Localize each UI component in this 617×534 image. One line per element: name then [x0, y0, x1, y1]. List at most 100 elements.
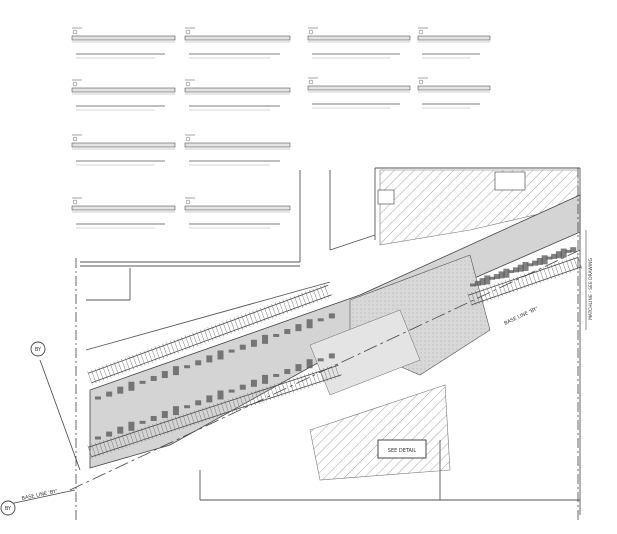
- tie: [117, 360, 123, 374]
- tie: [493, 284, 499, 298]
- edge-block: [536, 257, 543, 265]
- edge-block: [262, 374, 269, 384]
- edge-block: [250, 379, 257, 387]
- tie: [516, 276, 522, 290]
- edge-block: [317, 318, 324, 322]
- tie: [543, 267, 549, 281]
- detail-slab: [71, 205, 176, 211]
- tie: [467, 293, 473, 307]
- tie: [561, 260, 568, 275]
- tie: [102, 440, 108, 454]
- detail-slab: [184, 87, 291, 93]
- tie: [539, 268, 545, 282]
- detail-bubble: [308, 29, 314, 35]
- edge-block: [284, 329, 291, 335]
- tie: [205, 406, 211, 421]
- edge-block: [184, 405, 191, 409]
- detail-bubble: [418, 29, 424, 35]
- tie: [263, 306, 270, 320]
- tie: [275, 302, 281, 316]
- tie: [316, 287, 322, 301]
- detail-section: [184, 27, 291, 59]
- edge-block: [565, 249, 572, 253]
- tie: [277, 382, 283, 397]
- site-outlines: [80, 167, 581, 515]
- edge-block: [306, 359, 313, 369]
- tie: [330, 365, 336, 379]
- tie: [235, 396, 241, 411]
- tie: [531, 271, 537, 285]
- edge-block: [262, 334, 269, 344]
- edge-block: [228, 349, 235, 353]
- edge-block: [522, 262, 529, 271]
- tie: [565, 259, 571, 273]
- tie: [248, 312, 255, 326]
- tie: [136, 429, 142, 443]
- detail-section: [71, 27, 176, 59]
- tie: [267, 305, 273, 319]
- tie: [486, 286, 492, 301]
- edge-block: [117, 426, 124, 434]
- tie: [304, 374, 310, 388]
- detail-slab: [307, 85, 411, 91]
- tie: [224, 400, 230, 414]
- tie: [140, 427, 146, 442]
- tie: [577, 255, 583, 269]
- tie: [569, 258, 575, 272]
- tie: [94, 368, 101, 382]
- tie: [207, 327, 213, 341]
- edge-block: [555, 251, 562, 259]
- tie: [117, 435, 123, 449]
- tie: [282, 299, 288, 314]
- edge-block: [239, 344, 246, 350]
- detail-section: [71, 134, 176, 166]
- tie: [167, 419, 173, 433]
- tie: [136, 353, 142, 367]
- tie: [308, 372, 313, 387]
- tie: [258, 389, 264, 403]
- edge-block: [106, 391, 113, 397]
- edge-block: [493, 274, 500, 280]
- tie: [558, 261, 564, 276]
- edge-block: [206, 355, 213, 363]
- tie: [535, 269, 541, 284]
- edge-block: [161, 371, 168, 379]
- tie: [293, 295, 300, 309]
- tie: [171, 417, 177, 432]
- tie: [285, 380, 291, 394]
- tie: [196, 331, 202, 345]
- tie: [241, 314, 247, 329]
- edge-block: [560, 248, 567, 258]
- tie: [278, 301, 285, 315]
- edge-block: [206, 395, 213, 403]
- tie: [220, 401, 226, 416]
- tie: [260, 307, 266, 322]
- tie: [169, 341, 176, 355]
- detail-section: [71, 197, 176, 229]
- tie: [174, 416, 180, 431]
- detail-bubble: [185, 29, 191, 35]
- detail-bubble: [72, 136, 78, 142]
- tie: [252, 310, 258, 325]
- tie: [239, 395, 245, 409]
- tie: [186, 412, 192, 427]
- edge-block: [239, 384, 246, 390]
- track-group: [87, 255, 583, 459]
- tie: [228, 399, 234, 413]
- edge-block: [117, 386, 124, 394]
- tie: [471, 291, 477, 306]
- edge-block: [217, 390, 224, 400]
- rail: [471, 266, 582, 306]
- tie: [286, 298, 292, 312]
- detail-section: [417, 27, 491, 59]
- edge-block: [150, 375, 157, 381]
- tie: [143, 350, 149, 365]
- tie: [163, 420, 169, 434]
- detail-section: [184, 197, 291, 229]
- edge-block: [546, 256, 553, 260]
- tie: [296, 376, 302, 391]
- tie: [132, 354, 138, 369]
- edge-block: [295, 364, 302, 372]
- tie: [509, 278, 515, 293]
